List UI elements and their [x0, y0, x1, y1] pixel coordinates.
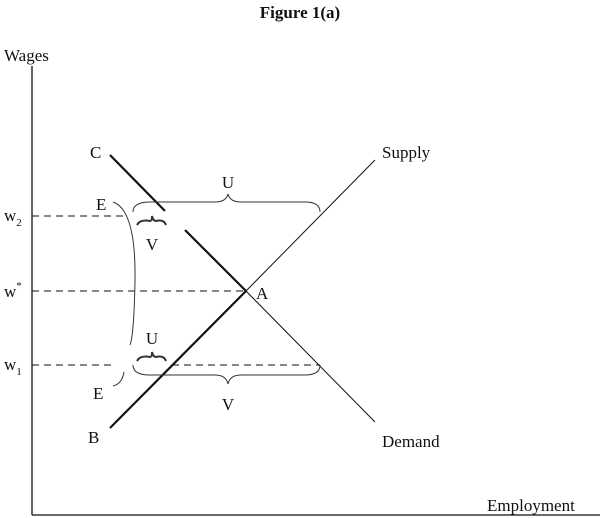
svg-text:w2: w2 [4, 206, 22, 229]
e-label-top: E [96, 195, 106, 214]
u-label-bottom: U [146, 329, 158, 348]
u-brace-bottom [136, 351, 167, 362]
supply-label: Supply [382, 143, 431, 162]
demand-label: Demand [382, 432, 440, 451]
u-label-top: U [222, 173, 234, 192]
supply-curve-thick [109, 290, 247, 429]
e-bracket-bottom [112, 371, 125, 387]
v-label-top: V [146, 235, 159, 254]
demand-curve-thin [245, 290, 376, 423]
wage-label-w2: w2 [4, 206, 22, 229]
e-bracket-top [112, 201, 136, 346]
v-brace-bottom [132, 364, 321, 385]
figure-title: Figure 1(a) [260, 3, 340, 22]
point-b-label: B [88, 428, 99, 447]
x-axis-label: Employment [487, 496, 575, 515]
u-brace-top [132, 193, 321, 213]
point-a-label: A [256, 284, 269, 303]
wage-label-w1: w1 [4, 355, 22, 378]
e-label-bottom: E [93, 384, 103, 403]
v-brace-top [136, 215, 167, 226]
wage-label-wstar: w* [4, 280, 22, 301]
demand-curve-middle [184, 229, 247, 292]
demand-curve-upper [109, 154, 166, 212]
supply-curve-thin [245, 159, 376, 292]
svg-text:w1: w1 [4, 355, 22, 378]
svg-text:w*: w* [4, 280, 22, 301]
v-label-bottom: V [222, 395, 235, 414]
point-c-label: C [90, 143, 101, 162]
y-axis-label: Wages [4, 46, 49, 65]
